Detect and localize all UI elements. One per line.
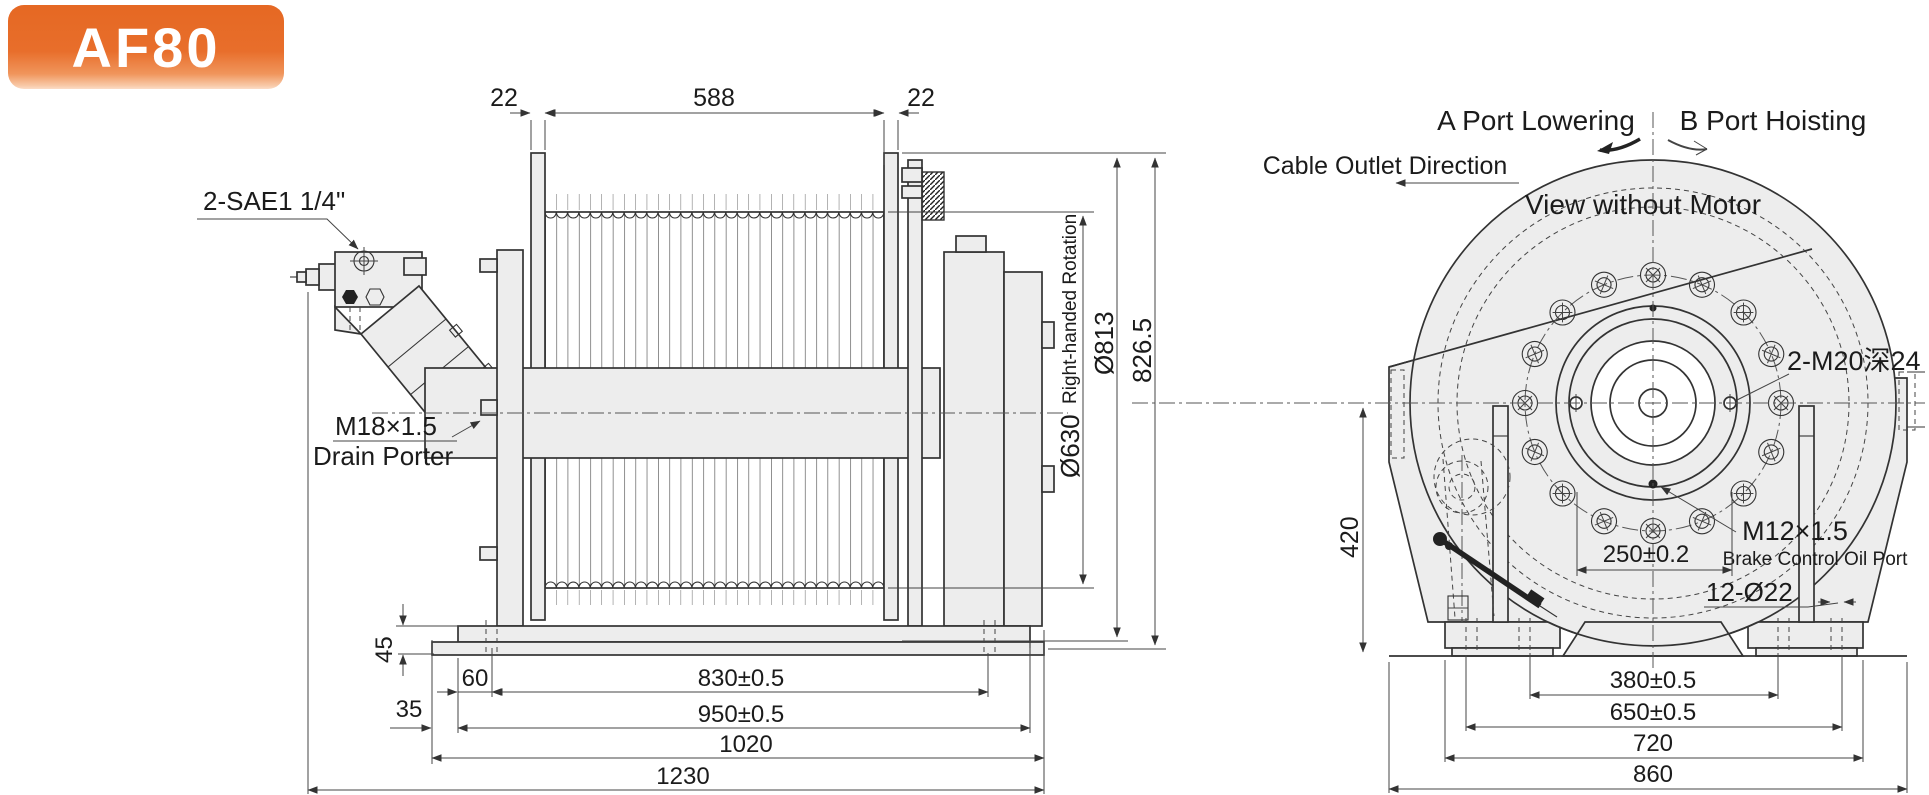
cable-drum [424, 152, 941, 621]
cable-tensioner [1433, 438, 1558, 622]
hoisting-arrow [1667, 139, 1708, 151]
foot-bolt-holes [1465, 618, 1843, 652]
dim-flange-left: 22 [490, 84, 518, 112]
dim-center-height: 420 [1336, 516, 1364, 558]
dim-flange-diameter: Ø813 [1089, 311, 1119, 375]
sae-port-label: 2-SAE1 1/4" [203, 186, 345, 216]
model-name: AF80 [71, 15, 221, 79]
dim-base-height: 45 [371, 636, 398, 663]
ratchet-pawl [921, 171, 945, 221]
dim-hole-spacing: 250±0.2 [1603, 541, 1690, 568]
dim-pad-inset: 35 [396, 696, 423, 723]
dim-inner-span: 380±0.5 [1610, 667, 1697, 694]
foot-left [1444, 621, 1561, 649]
dim-foot-span: 720 [1633, 730, 1673, 757]
dim-plate-span: 950±0.5 [698, 701, 785, 728]
dim-drum-diameter: Ø630 [1055, 414, 1085, 478]
front-view: A Port Lowering B Port Hoisting Cable Ou… [1132, 105, 1925, 793]
dim-overall-height: 826.5 [1127, 318, 1157, 383]
drain-name-label: Drain Porter [313, 441, 453, 471]
dim-flange-right: 22 [907, 84, 935, 112]
view-note: View without Motor [1525, 189, 1761, 220]
foot-right [1747, 621, 1864, 649]
frame-top-edge [1388, 248, 1813, 368]
port-a-label: A Port Lowering [1437, 105, 1635, 136]
front-view-dimensions: 250±0.2 420 380±0.5 650±0.5 720 860 [1336, 407, 1908, 793]
front-view-labels: A Port Lowering B Port Hoisting Cable Ou… [1263, 105, 1921, 608]
model-badge: AF80 [8, 5, 284, 89]
dim-pad-span: 1020 [719, 731, 772, 758]
side-view-dimensions: 22 588 22 Ø630 Right-handed Rotation Ø81… [307, 84, 1166, 794]
dim-outer-span: 650±0.5 [1610, 699, 1697, 726]
tapped-holes-label: 2-M20深24 [1787, 346, 1921, 376]
mount-holes-label: 12-Ø22 [1706, 577, 1793, 607]
dim-overall-length: 1230 [656, 763, 709, 790]
gusset-ribs [1492, 405, 1815, 623]
dim-drum-length: 588 [693, 84, 735, 112]
brake-name-label: Brake Control Oil Port [1723, 549, 1909, 570]
brake-thread-label: M12×1.5 [1742, 516, 1848, 546]
dim-bolt-inset: 60 [462, 665, 489, 692]
brake-housing [943, 235, 1055, 627]
port-b-label: B Port Hoisting [1680, 105, 1867, 136]
side-view: 22 588 22 Ø630 Right-handed Rotation Ø81… [197, 84, 1166, 794]
drain-plug-hex [342, 290, 358, 304]
dim-bolt-span: 830±0.5 [698, 665, 785, 692]
drain-thread-label: M18×1.5 [335, 411, 437, 441]
dim-overall-width: 860 [1633, 761, 1673, 788]
rotation-note: Right-handed Rotation [1060, 214, 1081, 404]
cable-direction-label: Cable Outlet Direction [1263, 152, 1508, 180]
side-view-labels: 2-SAE1 1/4" M18×1.5 Drain Porter [197, 186, 481, 471]
base-frame [431, 620, 1045, 656]
bearing-pedestals [479, 159, 945, 627]
